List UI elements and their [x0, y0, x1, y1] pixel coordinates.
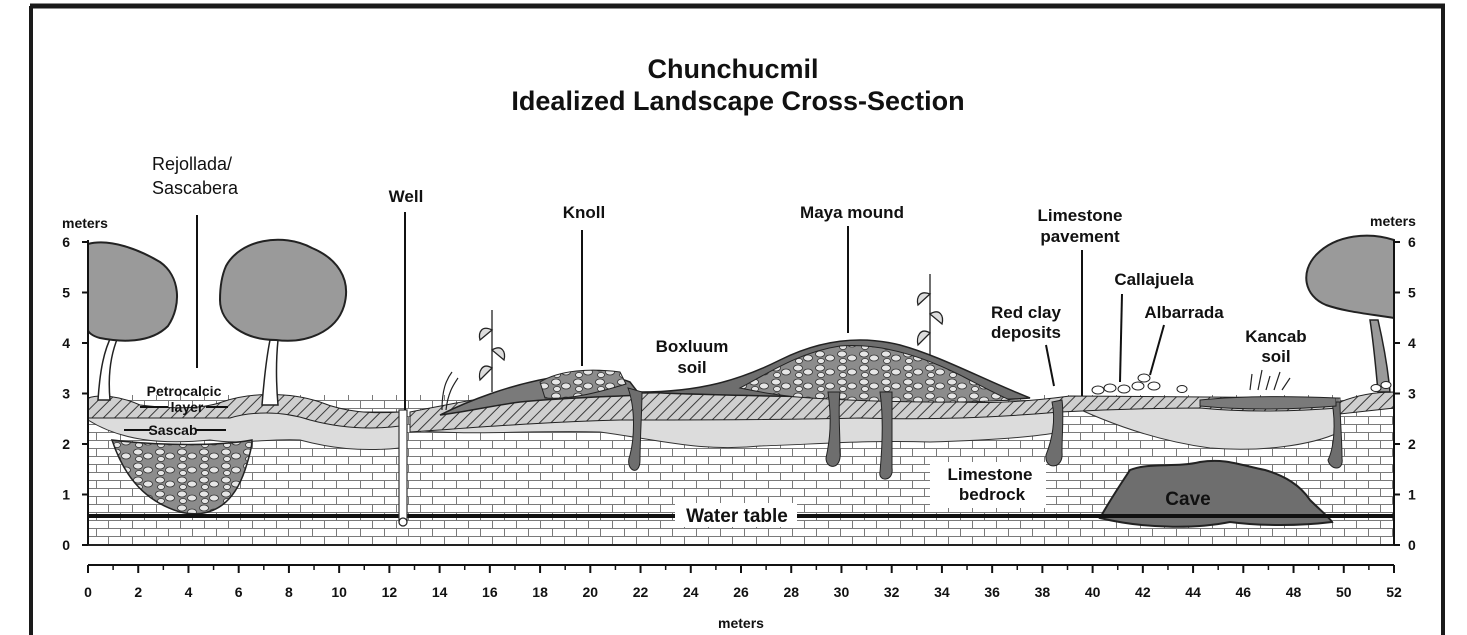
y-tick-label-right: 1 [1408, 487, 1416, 503]
y-tick-label-right: 6 [1408, 234, 1416, 250]
y-tick-label-right: 2 [1408, 436, 1416, 452]
x-tick-label: 10 [331, 584, 347, 600]
tree-right-icon [1305, 234, 1395, 393]
label-cave: Cave [1165, 489, 1210, 510]
x-tick-label: 14 [432, 584, 448, 600]
label-knoll: Knoll [563, 203, 606, 222]
tree-left-icon [87, 241, 179, 401]
label-limestone-pavement-line1: Limestone [1037, 206, 1122, 225]
title-line-1: Chunchucmil [647, 54, 818, 84]
label-kancab-line2: soil [1261, 347, 1290, 366]
rejollada-pit [110, 439, 253, 515]
x-tick-label: 38 [1035, 584, 1051, 600]
leader-red-clay [1045, 344, 1055, 387]
x-tick-label: 26 [733, 584, 749, 600]
label-limestone-bedrock-line1: Limestone [947, 465, 1032, 484]
label-kancab-line1: Kancab [1245, 327, 1306, 346]
x-tick-label: 18 [532, 584, 548, 600]
x-tick-label: 34 [934, 584, 950, 600]
x-tick-label: 20 [583, 584, 599, 600]
label-maya-mound: Maya mound [800, 203, 904, 222]
title-line-2: Idealized Landscape Cross-Section [511, 86, 964, 116]
label-sascab: Sascab [148, 422, 197, 438]
x-axis-unit: meters [718, 615, 764, 631]
x-tick-label: 28 [783, 584, 799, 600]
y-tick-label-left: 0 [62, 537, 70, 553]
solution-pipe-3 [879, 391, 893, 480]
y-tick-label-left: 2 [62, 436, 70, 452]
y-tick-label-right: 4 [1408, 335, 1416, 351]
y-axis-unit-right: meters [1370, 213, 1416, 229]
y-tick-label-right: 0 [1408, 537, 1416, 553]
label-limestone-pavement-line2: pavement [1040, 227, 1120, 246]
bedrock-label-bg [930, 462, 1046, 508]
well-bucket-icon [398, 517, 408, 527]
leader-albarrada [1149, 324, 1165, 376]
y-tick-label-left: 5 [62, 285, 70, 301]
x-tick-label: 32 [884, 584, 900, 600]
x-tick-label: 2 [134, 584, 142, 600]
label-callajuela: Callajuela [1114, 270, 1194, 289]
label-rejollada-line2: Sascabera [152, 178, 239, 198]
red-clay-pipe [1045, 399, 1064, 467]
cave [1098, 459, 1334, 528]
y-tick-label-left: 1 [62, 487, 70, 503]
x-tick-label: 8 [285, 584, 293, 600]
x-tick-label: 44 [1185, 584, 1201, 600]
water-table-label-bg [675, 503, 797, 527]
albarrada-stones [1091, 373, 1392, 395]
label-rejollada-line1: Rejollada/ [152, 154, 232, 174]
y-tick-label-left: 3 [62, 386, 70, 402]
x-tick-label: 52 [1386, 584, 1402, 600]
x-tick-label: 24 [683, 584, 699, 600]
maize-plant-right-icon [916, 274, 944, 355]
x-tick-label: 36 [984, 584, 1000, 600]
knoll-stones [539, 369, 627, 399]
x-tick-label: 46 [1236, 584, 1252, 600]
label-red-clay-line1: Red clay [991, 303, 1061, 322]
leader-callajuela [1119, 293, 1123, 383]
x-tick-label: 50 [1336, 584, 1352, 600]
kancab-soil-surface [1199, 396, 1337, 410]
y-tick-label-right: 3 [1408, 386, 1416, 402]
label-albarrada: Albarrada [1144, 303, 1224, 322]
y-tick-label-right: 5 [1408, 285, 1416, 301]
y-tick-label-left: 4 [62, 335, 70, 351]
y-tick-label-left: 6 [62, 234, 70, 250]
x-tick-label: 6 [235, 584, 243, 600]
grass-tuft-icon [441, 369, 1291, 411]
label-boxluum-line1: Boxluum [656, 337, 729, 356]
x-tick-label: 48 [1286, 584, 1302, 600]
solution-pipe-2 [825, 391, 841, 467]
x-tick-label: 40 [1085, 584, 1101, 600]
label-petrocalcic-line2: layer [171, 399, 204, 415]
solution-pipe-1 [627, 387, 643, 471]
solution-pipe-right [1327, 401, 1343, 469]
tree-rejollada-icon [218, 238, 347, 406]
x-tick-label: 42 [1135, 584, 1151, 600]
y-axis-unit-left: meters [62, 215, 108, 231]
label-well: Well [389, 187, 424, 206]
label-limestone-bedrock-line2: bedrock [959, 485, 1026, 504]
maize-plant-icon [478, 310, 506, 392]
label-boxluum-line2: soil [677, 358, 706, 377]
label-red-clay-line2: deposits [991, 323, 1061, 342]
x-tick-label: 22 [633, 584, 649, 600]
x-tick-label: 16 [482, 584, 498, 600]
label-water-table: Water table [686, 506, 788, 527]
x-tick-label: 30 [834, 584, 850, 600]
x-tick-label: 12 [382, 584, 398, 600]
label-petrocalcic-line1: Petrocalcic [147, 383, 222, 399]
x-tick-label: 0 [84, 584, 92, 600]
well-shaft [398, 409, 408, 523]
x-tick-label: 4 [185, 584, 193, 600]
maya-mound-fill [738, 345, 1011, 403]
